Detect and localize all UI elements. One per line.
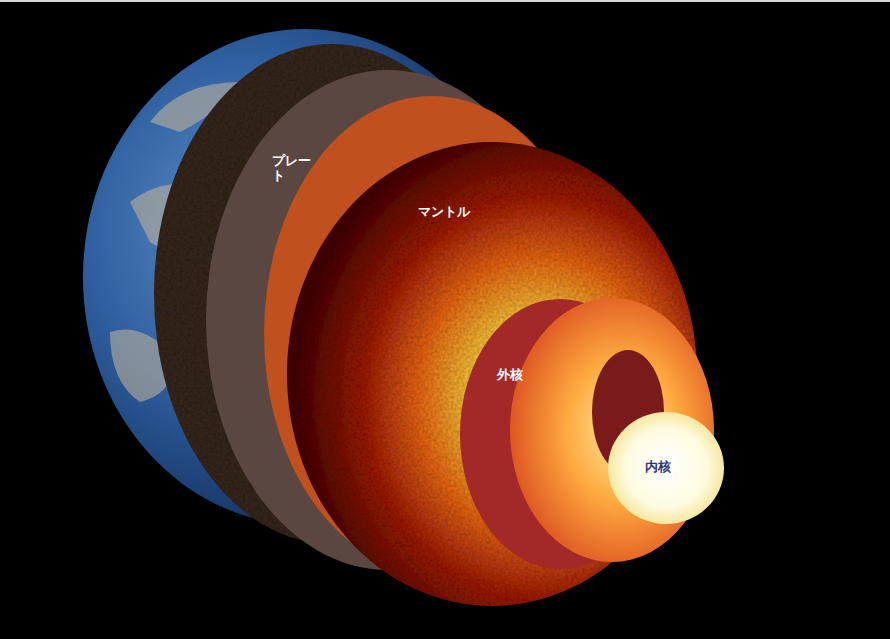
layer-label: マントル bbox=[418, 205, 470, 220]
layer-label: プレート bbox=[272, 154, 314, 184]
inner-core bbox=[608, 412, 724, 524]
layer-label: 内核 bbox=[645, 460, 671, 475]
layer-label: 外核 bbox=[497, 368, 523, 383]
